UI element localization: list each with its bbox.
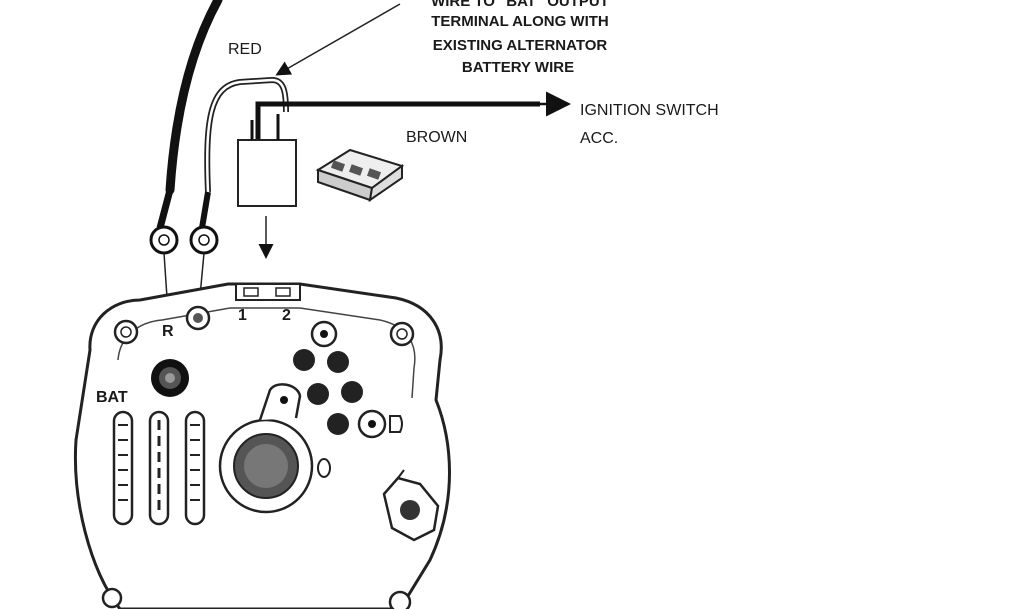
ignition-switch-label: IGNITION SWITCH bbox=[580, 102, 719, 119]
r-terminal-label: R bbox=[162, 323, 174, 340]
battery-cable bbox=[165, 0, 223, 195]
annotation-line-1: WIRE TO "BAT" OUTPUT bbox=[431, 0, 609, 10]
alternator-plug-socket bbox=[235, 283, 301, 301]
bat-terminal-label: BAT bbox=[96, 389, 128, 406]
ring-terminals bbox=[149, 189, 219, 373]
plug-connector bbox=[237, 114, 297, 207]
mounting-bracket bbox=[382, 469, 440, 542]
annotation-line-2: TERMINAL ALONG WITH bbox=[431, 13, 608, 30]
annotation-line-3: EXISTING ALTERNATOR bbox=[433, 37, 608, 54]
connector-block bbox=[315, 148, 405, 203]
red-wire bbox=[204, 76, 289, 193]
terminal-1-label: 1 bbox=[238, 307, 247, 324]
r-terminal bbox=[185, 305, 211, 331]
annotation-line-4: BATTERY WIRE bbox=[462, 59, 574, 76]
annotation-text: WIRE TO "BAT" OUTPUT TERMINAL ALONG WITH… bbox=[431, 0, 609, 76]
bearing-housing bbox=[218, 383, 331, 514]
terminal-2-label: 2 bbox=[282, 307, 291, 324]
brown-wire-label: BROWN bbox=[406, 129, 467, 146]
cooling-vents bbox=[112, 410, 206, 526]
ignition-acc-label: ACC. bbox=[580, 130, 618, 147]
bat-terminal bbox=[151, 359, 189, 397]
brown-wire bbox=[255, 91, 571, 140]
annotation-pointer-line bbox=[275, 3, 401, 76]
rectifier-holes bbox=[293, 349, 403, 439]
red-wire-label: RED bbox=[228, 41, 262, 58]
socket-stud bbox=[310, 320, 338, 348]
